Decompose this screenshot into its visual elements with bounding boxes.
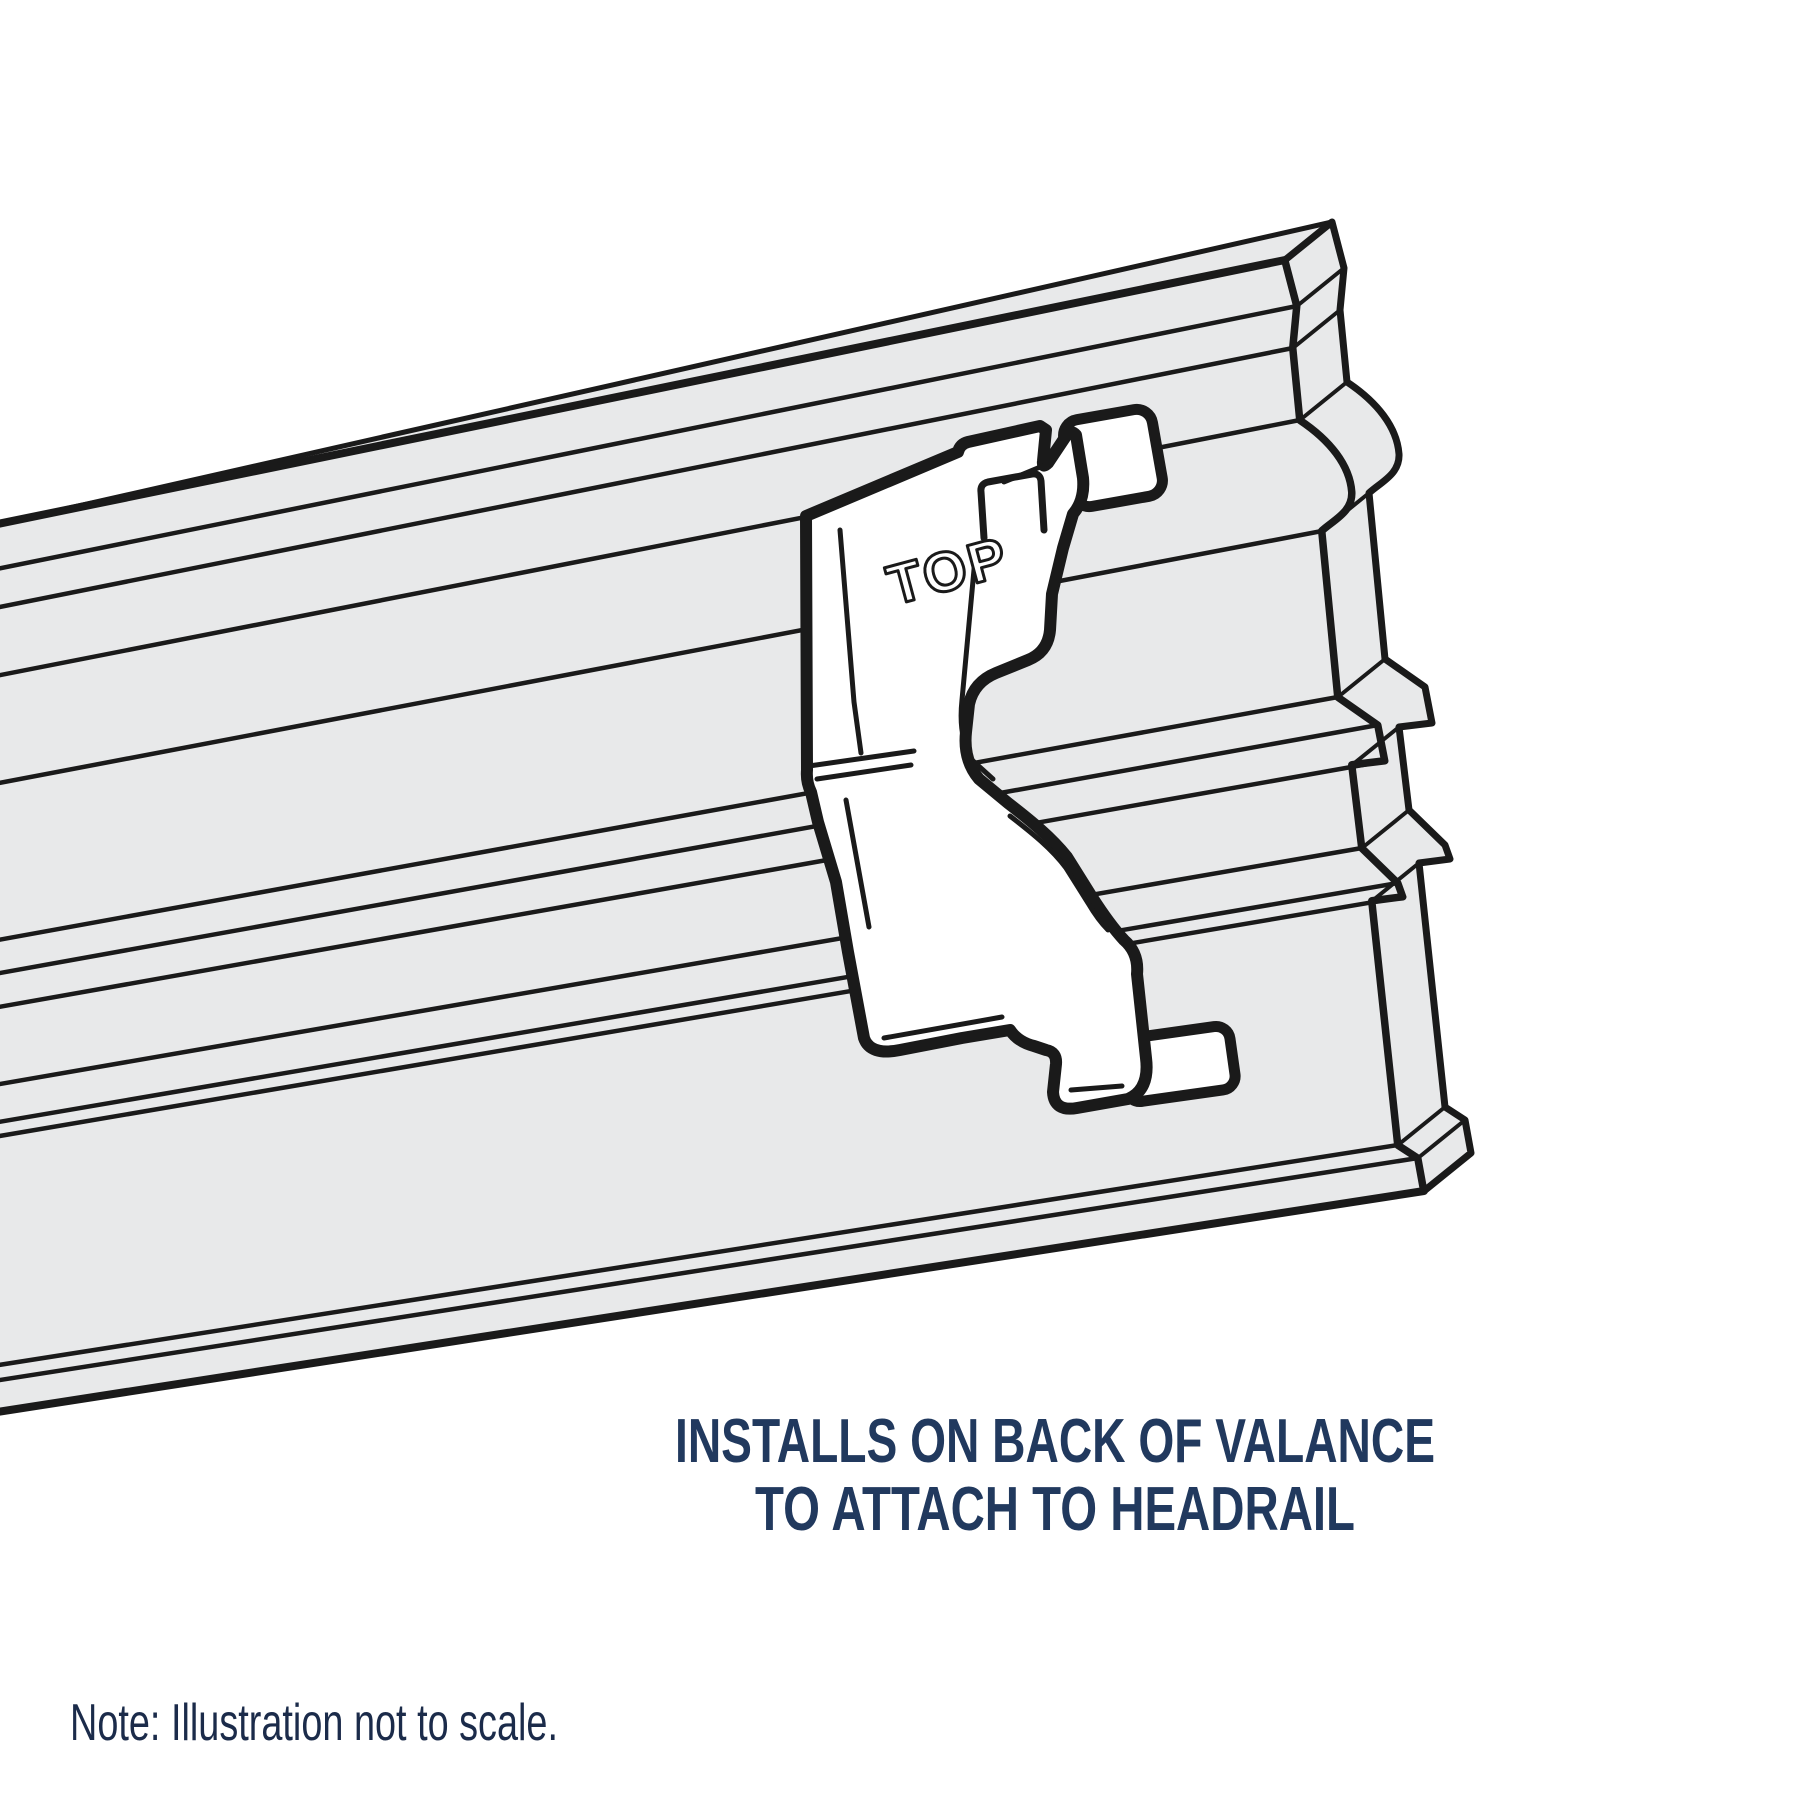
headrail xyxy=(0,218,1475,1416)
caption: INSTALLS ON BACK OF VALANCE TO ATTACH TO… xyxy=(675,1407,1435,1544)
caption-line-1: INSTALLS ON BACK OF VALANCE xyxy=(675,1407,1435,1476)
clip-fold-lines xyxy=(806,462,1125,1093)
caption-line-2: TO ATTACH TO HEADRAIL xyxy=(755,1475,1355,1544)
rail-end-face xyxy=(1281,218,1475,1195)
scale-note: Note: Illustration not to scale. xyxy=(70,1694,558,1752)
rail-end-crease-lines xyxy=(1291,266,1467,1160)
valance-clip: TOP xyxy=(800,403,1241,1115)
clip-claw-rib xyxy=(977,470,1048,542)
clip-body xyxy=(800,420,1153,1115)
